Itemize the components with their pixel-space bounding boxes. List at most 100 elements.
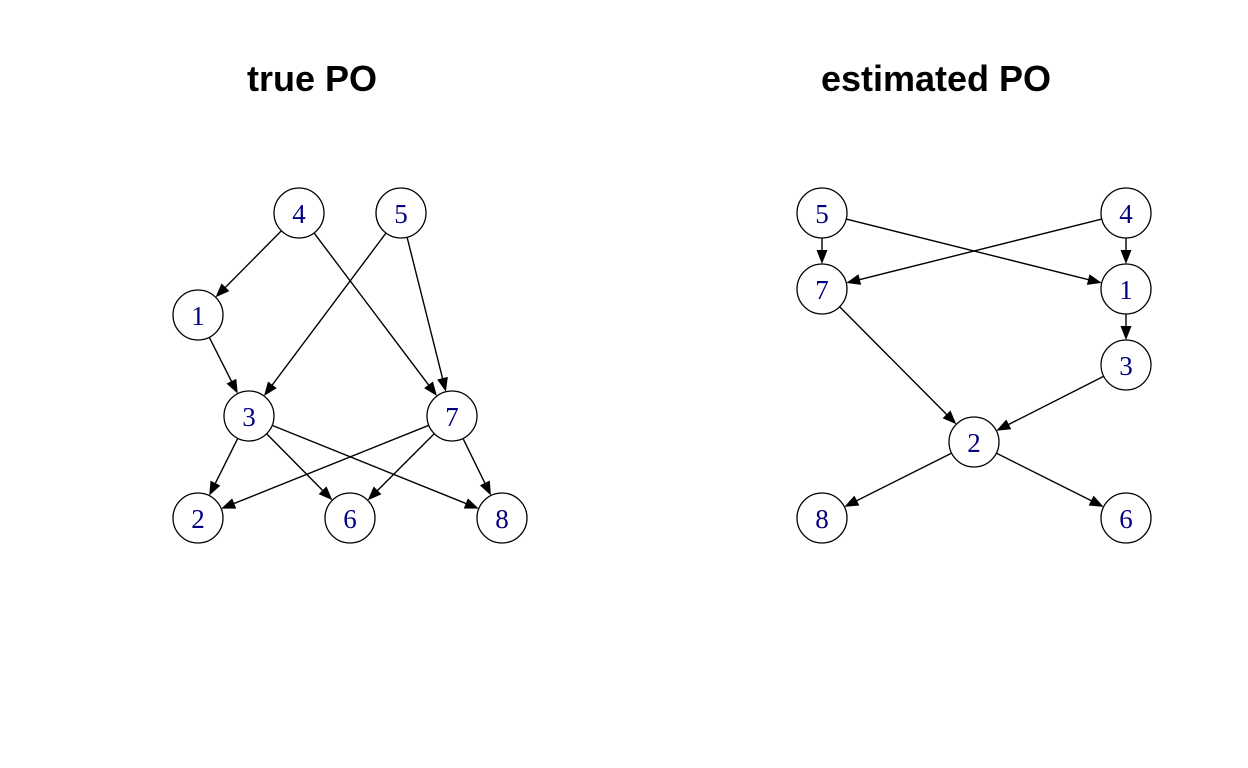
node-label: 6 (343, 504, 357, 534)
true-po-panel: true PO 4 5 1 3 7 2 6 8 (172, 58, 528, 544)
nodes: 4 5 1 3 7 2 6 8 (172, 187, 528, 544)
arrowhead-icon (846, 274, 862, 285)
estimated-po-graph: 5 4 7 1 3 2 8 6 (796, 187, 1152, 544)
edge-line (854, 452, 952, 503)
edge-line (270, 232, 387, 387)
edges (816, 218, 1132, 507)
edge-line (406, 237, 444, 381)
node-label: 4 (292, 199, 306, 229)
edge-7-to-2 (839, 306, 957, 425)
node-3: 3 (1100, 339, 1152, 391)
node-label: 2 (191, 504, 205, 534)
node-label: 1 (1119, 275, 1133, 305)
arrowhead-icon (1088, 495, 1104, 507)
node-circle (223, 390, 275, 442)
edge-4-to-1 (215, 230, 282, 298)
edge-line (462, 438, 487, 486)
node-4: 4 (1100, 187, 1152, 239)
edge-5-to-7 (816, 238, 828, 264)
node-circle (172, 492, 224, 544)
node-circle (172, 289, 224, 341)
arrowhead-icon (424, 381, 437, 397)
node-label: 8 (495, 504, 509, 534)
node-7: 7 (426, 390, 478, 442)
edge-line (271, 424, 468, 505)
edge-7-to-6 (367, 433, 435, 501)
node-2: 2 (172, 492, 224, 544)
edge-1-to-3 (208, 337, 238, 394)
edge-7-to-8 (462, 438, 491, 496)
node-circle (476, 492, 528, 544)
edge-line (213, 438, 239, 486)
node-4: 4 (273, 187, 325, 239)
edge-3-to-8 (271, 424, 479, 509)
edge-line (846, 218, 1091, 281)
node-circle (1100, 339, 1152, 391)
arrowhead-icon (226, 378, 238, 394)
edge-5-to-1 (846, 218, 1102, 285)
node-label: 5 (394, 199, 408, 229)
arrowhead-icon (367, 486, 382, 501)
edges (208, 230, 491, 509)
true-po-graph: 4 5 1 3 7 2 6 8 (172, 187, 528, 544)
edge-line (208, 337, 233, 384)
arrowhead-icon (844, 495, 860, 507)
node-circle (1100, 492, 1152, 544)
edge-5-to-3 (263, 232, 387, 396)
edge-5-to-7 (406, 237, 448, 392)
node-5: 5 (796, 187, 848, 239)
arrowhead-icon (1086, 274, 1102, 285)
arrowhead-icon (996, 419, 1012, 431)
node-circle (796, 187, 848, 239)
arrowhead-icon (1120, 326, 1132, 340)
node-circle (273, 187, 325, 239)
node-1: 1 (1100, 263, 1152, 315)
edge-line (996, 452, 1094, 503)
edge-3-to-2 (209, 438, 239, 496)
node-1: 1 (172, 289, 224, 341)
edge-3-to-2 (996, 375, 1105, 431)
edge-line (1006, 375, 1105, 426)
node-circle (375, 187, 427, 239)
node-6: 6 (1100, 492, 1152, 544)
edge-line (313, 232, 431, 387)
arrowhead-icon (463, 498, 479, 509)
edge-line (266, 433, 325, 493)
node-7: 7 (796, 263, 848, 315)
node-label: 6 (1119, 504, 1133, 534)
node-label: 2 (967, 428, 981, 458)
node-label: 8 (815, 504, 829, 534)
edge-2-to-8 (844, 452, 952, 507)
node-2: 2 (948, 416, 1000, 468)
arrowhead-icon (215, 283, 230, 298)
edge-line (223, 230, 282, 290)
edge-4-to-7 (313, 232, 437, 397)
node-circle (1100, 263, 1152, 315)
edge-4-to-1 (1120, 238, 1132, 264)
node-3: 3 (223, 390, 275, 442)
panel-title-true-po: true PO (246, 58, 378, 99)
node-label: 3 (242, 402, 256, 432)
arrowhead-icon (437, 376, 448, 392)
edge-3-to-6 (266, 433, 333, 501)
node-circle (324, 492, 376, 544)
edge-line (857, 218, 1102, 281)
edge-line (839, 306, 949, 417)
node-label: 3 (1119, 351, 1133, 381)
edge-line (232, 424, 430, 505)
edge-line (375, 433, 435, 493)
arrowhead-icon (816, 250, 828, 264)
node-circle (1100, 187, 1152, 239)
node-label: 7 (445, 402, 459, 432)
edge-7-to-2 (221, 424, 430, 509)
node-5: 5 (375, 187, 427, 239)
edge-2-to-6 (996, 452, 1104, 507)
arrowhead-icon (1120, 250, 1132, 264)
node-circle (796, 263, 848, 315)
node-circle (796, 492, 848, 544)
arrowhead-icon (221, 498, 237, 509)
nodes: 5 4 7 1 3 2 8 6 (796, 187, 1152, 544)
arrowhead-icon (479, 480, 491, 496)
node-6: 6 (324, 492, 376, 544)
